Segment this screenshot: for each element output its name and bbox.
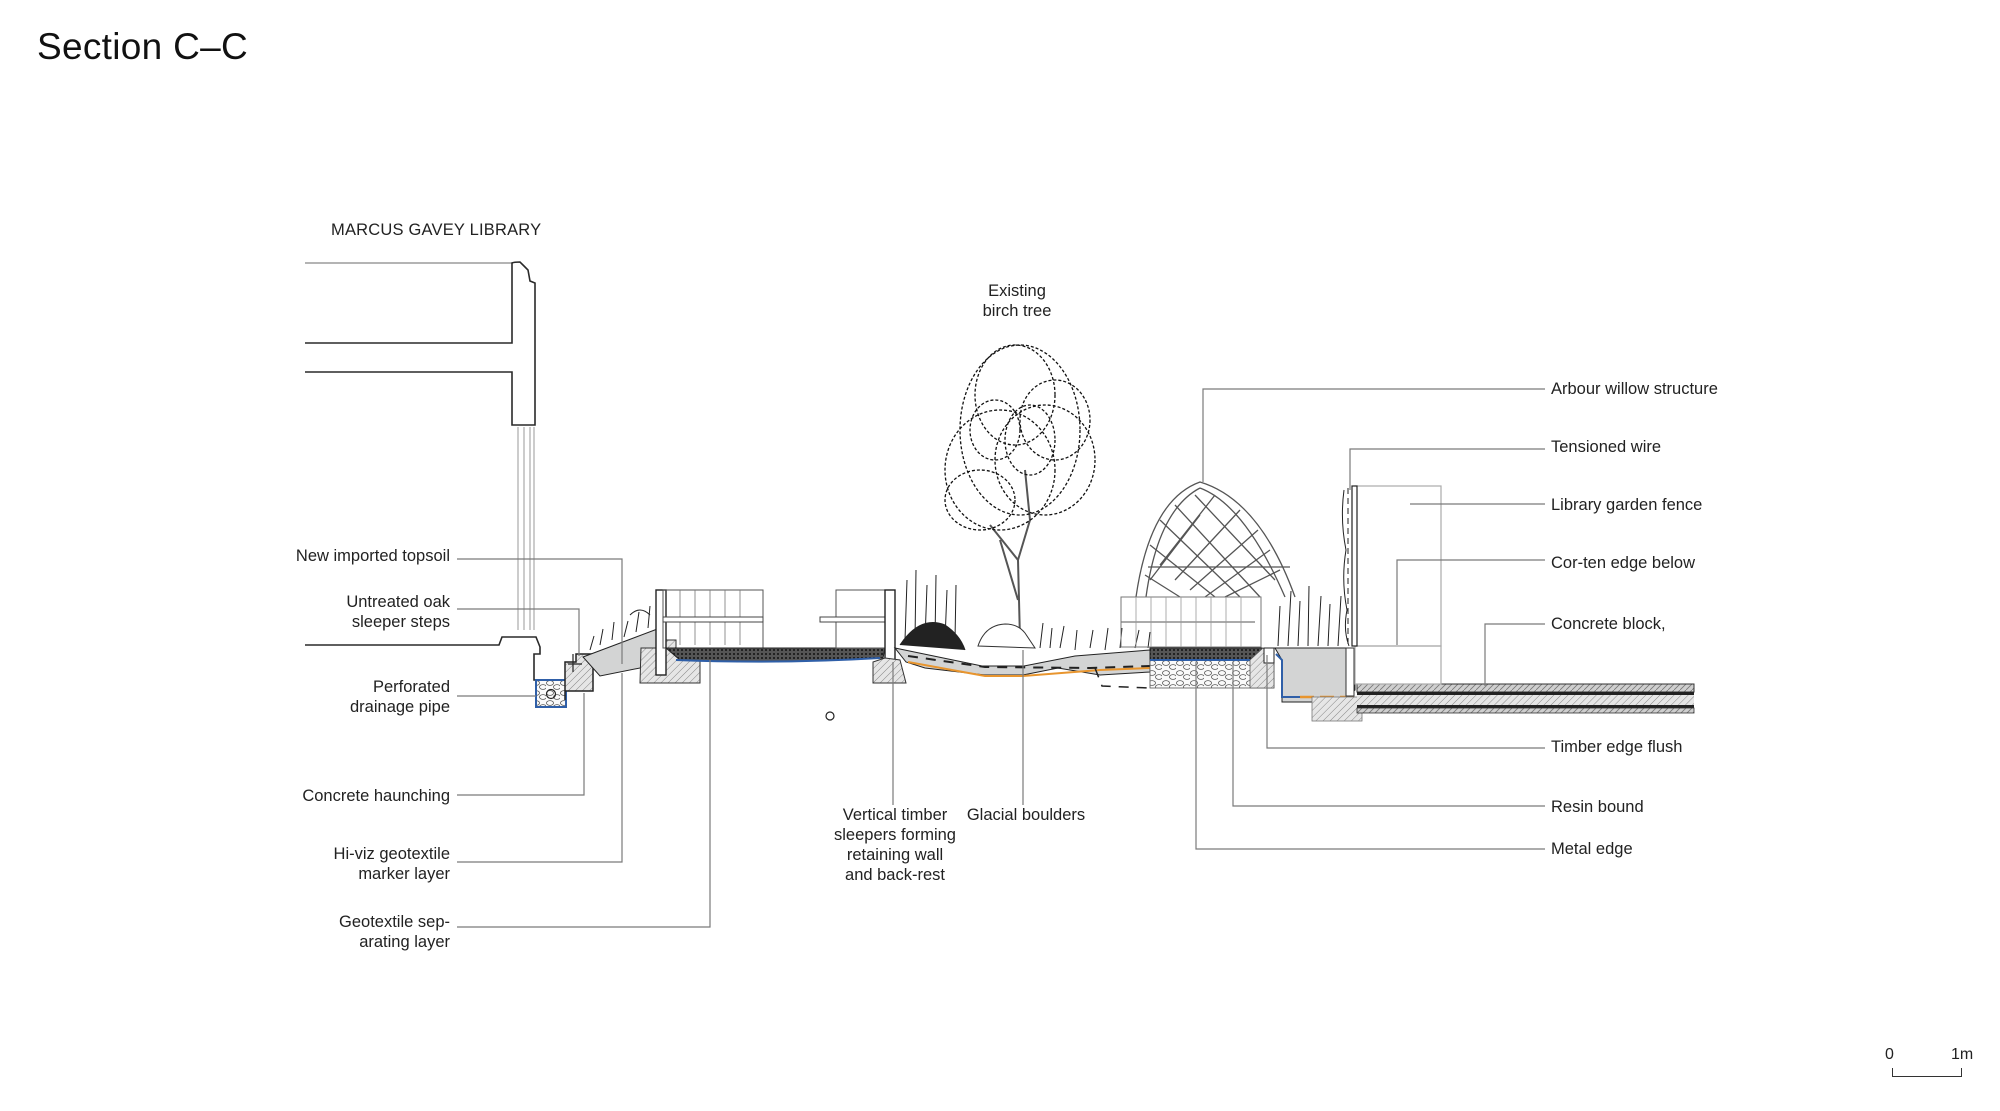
label-resin-bound: Resin bound <box>1551 798 1644 816</box>
label-tensioned-wire: Tensioned wire <box>1551 438 1662 456</box>
reference-marker <box>825 711 835 721</box>
label-oak-steps: Untreated oak sleeper steps <box>346 593 450 631</box>
label-garden-fence: Library garden fence <box>1551 496 1703 514</box>
label-topsoil: New imported topsoil <box>295 547 450 565</box>
label-concrete-block: Concrete block, <box>1551 615 1666 633</box>
arbour-willow-structure <box>1120 481 1296 648</box>
scale-bar: 0 1m <box>1885 1046 1973 1086</box>
label-metal-edge: Metal edge <box>1551 840 1633 858</box>
leader-lines <box>457 388 1545 928</box>
label-glacial-boulders: Glacial boulders <box>966 806 1086 824</box>
label-geotextile-separating: Geotextile sep- arating layer <box>339 913 450 951</box>
boulder-shape <box>977 623 1036 649</box>
ground-profile <box>582 589 1695 722</box>
label-arbour-willow: Arbour willow structure <box>1551 380 1718 398</box>
label-concrete-haunching: Concrete haunching <box>302 787 450 805</box>
label-timber-sleepers: Vertical timber sleepers forming retaini… <box>834 806 956 884</box>
drainage-detail <box>535 653 594 708</box>
label-corten-edge: Cor-ten edge below <box>1551 554 1696 572</box>
label-hiviz-geotextile: Hi-viz geotextile marker layer <box>333 845 450 883</box>
tree-label: Existing birch tree <box>982 282 1052 320</box>
library-garden-fence <box>1341 485 1442 685</box>
page-title: Section C–C <box>37 26 249 67</box>
label-timber-edge: Timber edge flush <box>1551 738 1683 756</box>
label-drainage-pipe: Perforated drainage pipe <box>350 678 450 716</box>
birch-tree-illustration <box>944 344 1096 641</box>
planting <box>589 569 1342 651</box>
scale-bar-line <box>1892 1068 1962 1077</box>
library-building <box>305 261 560 681</box>
scale-start: 0 <box>1885 1046 1894 1063</box>
building-label: MARCUS GAVEY LIBRARY <box>331 221 542 239</box>
scale-end: 1m <box>1951 1046 1974 1063</box>
